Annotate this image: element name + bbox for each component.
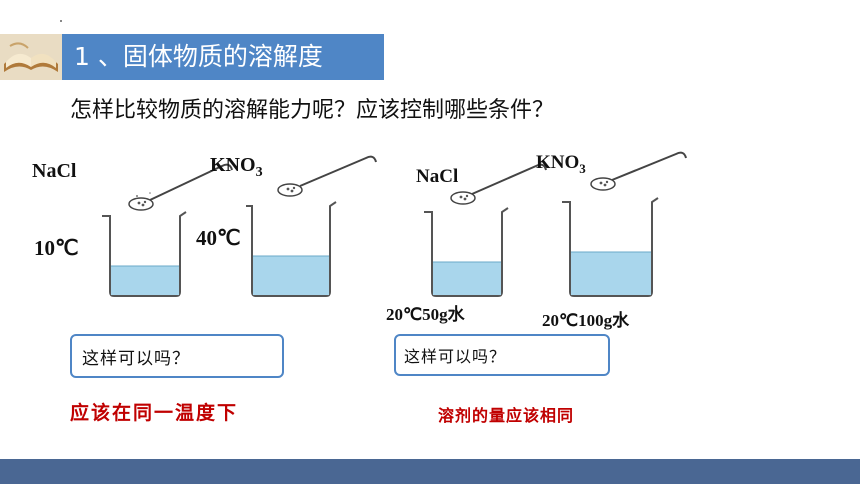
beaker-with-spoon-icon (102, 151, 687, 297)
beaker-2 (246, 201, 337, 297)
prompt-box-2: 这样可以吗？ (394, 334, 610, 376)
substance-label-1: NaCl (32, 160, 77, 182)
formula-subscript: 3 (255, 165, 263, 180)
condition-label-2: 40℃ (196, 226, 241, 250)
spoon-4 (590, 151, 687, 191)
question-text: 怎样比较物质的溶解能力呢？应该控制哪些条件？ (70, 98, 555, 123)
prompt-text-2: 这样可以吗？ (404, 347, 507, 366)
spoon-1 (128, 163, 233, 211)
formula-main: KNO (210, 154, 256, 176)
decorative-dot (60, 20, 62, 22)
formula-subscript: 3 (579, 160, 586, 176)
answer-text-2: 溶剂的量应该相同 (438, 406, 575, 425)
slide-title: 1 、固体物质的溶解度 (74, 42, 323, 71)
beaker-3 (424, 207, 509, 297)
spoon-2 (277, 155, 377, 197)
condition-label-1: 10℃ (34, 236, 79, 260)
answer-text-1: 应该在同一温度下 (70, 402, 239, 424)
prompt-text-1: 这样可以吗？ (82, 349, 190, 369)
condition-label-4: 20℃100g水 (542, 311, 630, 330)
beaker-4 (562, 197, 659, 297)
substance-label-3: NaCl (416, 166, 459, 187)
footer-bar (0, 459, 860, 484)
condition-label-3: 20℃50g水 (386, 305, 465, 324)
beaker-1 (102, 211, 187, 297)
title-bar (62, 34, 384, 80)
open-book-icon (0, 34, 62, 80)
formula-main: KNO (536, 152, 580, 173)
substance-label-4: KNO3 (536, 152, 586, 177)
substance-label-2: KNO3 (210, 154, 263, 181)
spoon-3 (450, 163, 547, 205)
prompt-box-1: 这样可以吗？ (70, 334, 284, 378)
